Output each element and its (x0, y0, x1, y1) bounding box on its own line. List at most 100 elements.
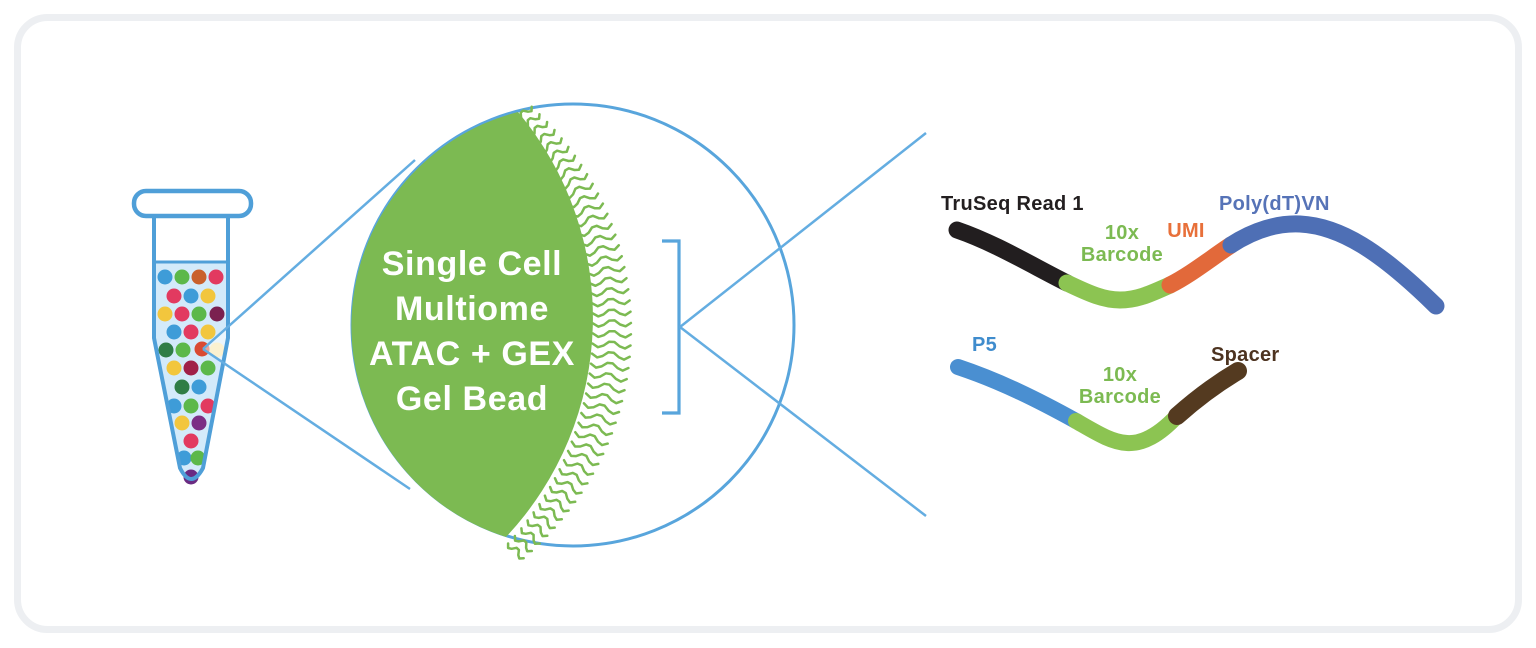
fringe-strand (577, 222, 613, 238)
polydt-segment (1222, 215, 1445, 315)
zoom-cone-line-top-right (679, 132, 927, 328)
fringe-strand (588, 372, 628, 383)
bead-dot (191, 269, 207, 285)
fringe-strand (506, 542, 525, 560)
zoom-cone-line-top-left (202, 159, 416, 350)
bead-label-line-1: Single Cell (382, 245, 562, 283)
bead-dot (174, 379, 190, 395)
bead-dot (174, 269, 190, 285)
bead-label-line-3: ATAC + GEX (369, 335, 575, 373)
fringe-strand (580, 411, 617, 426)
atac-oligo: P5 10x Barcode Spacer (950, 334, 1280, 452)
gex-oligo: TruSeq Read 1 10x Barcode UMI Poly(dT)VN (941, 193, 1445, 315)
barcode-segment-atac (1068, 408, 1185, 452)
oligo-fringe (506, 105, 633, 560)
barcode-label-gex-line1: 10x (1105, 222, 1139, 244)
barcode-label-gex-line2: Barcode (1081, 244, 1163, 266)
umi-label: UMI (1167, 220, 1205, 242)
fringe-strand (563, 182, 594, 200)
fringe-strand (582, 402, 621, 416)
fringe-strand (574, 430, 609, 447)
tube-outline (152, 212, 230, 481)
fringe-strand (526, 120, 549, 139)
bead-dot (183, 324, 199, 340)
bead-dot (174, 306, 190, 322)
barcode-label-atac-line1: 10x (1103, 364, 1137, 386)
bead-dot (200, 324, 216, 340)
gel-bead-body (351, 112, 593, 537)
fringe-strand (591, 329, 633, 339)
bead-dots-group (157, 269, 225, 485)
fringe-strand (562, 458, 595, 476)
fringe-strand (582, 244, 621, 257)
bead-dot (166, 288, 182, 304)
fringe-strand (570, 202, 605, 218)
fringe-strand (543, 494, 570, 513)
zoom-cone-line-bottom-right (679, 326, 927, 517)
bead-dot (157, 269, 173, 285)
fringe-strand (586, 382, 626, 394)
fringe-strand (584, 392, 624, 405)
barcode-segment-gex (1058, 274, 1179, 309)
fringe-strand (590, 297, 631, 308)
bead-dot (200, 398, 216, 414)
fringe-strand (580, 233, 617, 248)
bead-dot (208, 269, 224, 285)
fringe-strand (532, 511, 556, 530)
tube-cap (131, 188, 254, 219)
truseq-read1-label: TruSeq Read 1 (941, 193, 1084, 215)
fringe-strand (590, 351, 631, 361)
gel-bead-lens: Single Cell Multiome ATAC + GEX Gel Bead (350, 102, 796, 560)
fringe-strand (553, 477, 583, 495)
sample-tube (131, 188, 254, 485)
fringe-strand (588, 276, 628, 288)
fringe-strand (538, 502, 564, 522)
bead-dot (183, 398, 199, 414)
bead-dot (166, 360, 182, 376)
bead-dot (200, 288, 216, 304)
fringe-strand (514, 105, 533, 123)
fringe-strand (591, 340, 632, 350)
bead-dot (157, 306, 173, 322)
fringe-strand (567, 192, 600, 209)
bead-dot (158, 342, 174, 358)
zoom-cone-line-bottom-left (202, 347, 411, 491)
fringe-strand (520, 112, 541, 131)
fringe-strand (585, 254, 624, 267)
bead-dot (200, 360, 216, 376)
fringe-strand (566, 449, 600, 467)
fringe-strand (591, 308, 632, 318)
fringe-strand (513, 534, 534, 553)
fringe-strand (558, 468, 589, 486)
fringe-strand (549, 154, 577, 172)
bead-label-line-2: Multiome (395, 290, 549, 328)
fringe-strand (554, 163, 583, 181)
fringe-strand (574, 212, 609, 228)
fringe-strand (544, 145, 570, 164)
fringe-strand (591, 319, 633, 328)
fringe-strand (558, 172, 589, 190)
fringe-strand (532, 128, 556, 147)
bead-dot (175, 342, 191, 358)
fringe-strand (520, 527, 541, 546)
bead-dot (183, 433, 199, 449)
fringe-strand (570, 440, 605, 457)
fringe-strand (548, 485, 577, 504)
surface-bracket (662, 239, 681, 415)
p5-segment (950, 359, 1084, 429)
spacer-label: Spacer (1211, 344, 1280, 366)
barcode-label-atac-line2: Barcode (1079, 386, 1161, 408)
bead-dot (174, 415, 190, 431)
fringe-strand (589, 361, 630, 372)
fringe-strand (577, 421, 614, 437)
bead-dot (183, 288, 199, 304)
bead-dot (191, 379, 207, 395)
bead-dot (190, 450, 206, 466)
polydt-label: Poly(dT)VN (1219, 193, 1330, 215)
fringe-strand (526, 519, 549, 538)
bead-dot (191, 415, 207, 431)
fringe-strand (538, 137, 563, 155)
spacer-segment (1168, 362, 1247, 425)
